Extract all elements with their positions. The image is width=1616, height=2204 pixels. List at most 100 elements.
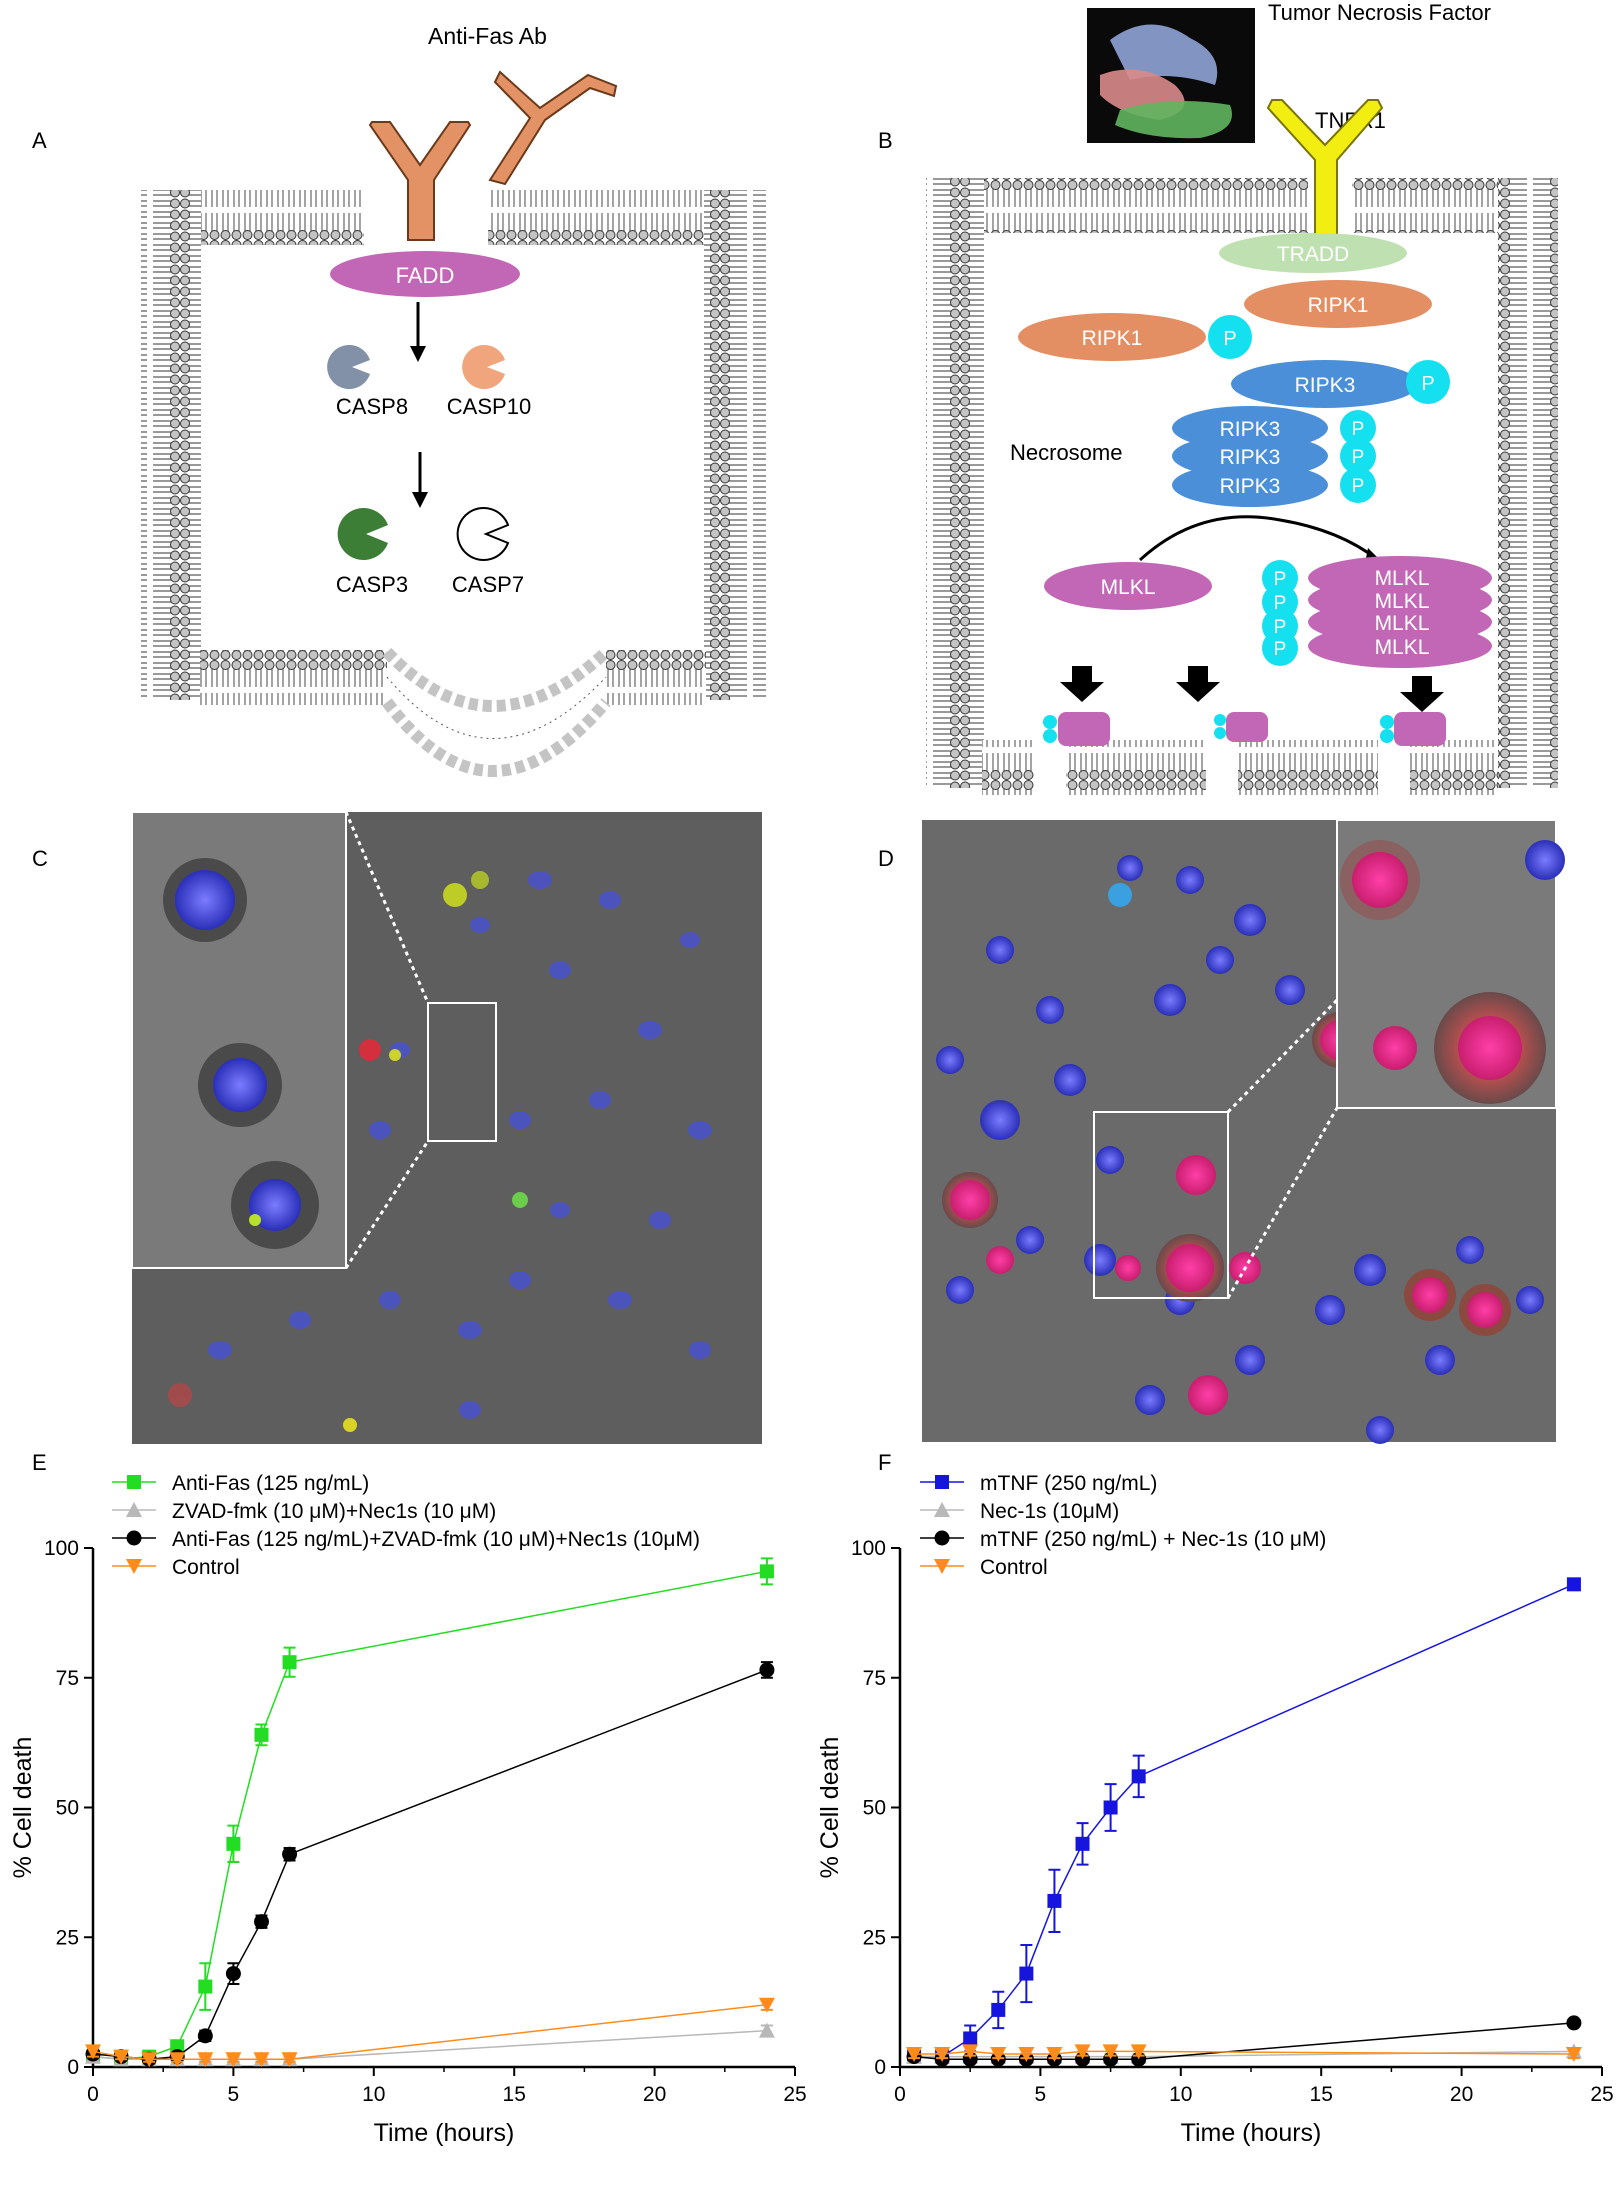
legend-label: Control bbox=[980, 1556, 1048, 1579]
data-point bbox=[991, 2002, 1006, 2017]
legend-label: Control bbox=[172, 1556, 240, 1579]
micrograph-d-inset-cells bbox=[1340, 840, 1565, 1104]
y-tick-label: 75 bbox=[863, 1667, 886, 1690]
data-point bbox=[1103, 1800, 1118, 1815]
casp10-icon bbox=[462, 344, 505, 389]
phospho-stack-label-3: P bbox=[1352, 476, 1365, 497]
phospho-mlkl-label-4: P bbox=[1274, 639, 1287, 660]
y-tick-label: 50 bbox=[863, 1797, 886, 1820]
data-point bbox=[758, 2022, 775, 2038]
y-tick-label: 25 bbox=[863, 1926, 886, 1949]
ripk3-stack-label-2: RIPK3 bbox=[1220, 446, 1281, 469]
mlkl-pore-3 bbox=[1380, 712, 1446, 746]
x-tick-label: 25 bbox=[1590, 2083, 1613, 2106]
membrane-b-right bbox=[1498, 178, 1558, 788]
mlkl-label: MLKL bbox=[1101, 576, 1156, 599]
panel-letter-f: F bbox=[878, 1450, 891, 1475]
micrograph-d-zoom-line-top bbox=[1226, 998, 1339, 1114]
data-point bbox=[170, 2039, 185, 2054]
membrane-right bbox=[704, 190, 766, 700]
fas-receptor-icon bbox=[368, 121, 472, 241]
data-point bbox=[1131, 1769, 1146, 1784]
micrograph-c-zoom-line-bottom bbox=[344, 1140, 430, 1269]
phospho-ripk3 bbox=[1406, 360, 1450, 404]
mlkl-stack-label-3: MLKL bbox=[1375, 612, 1430, 635]
membrane-b-bottom-1 bbox=[982, 740, 1034, 795]
legend-marker bbox=[126, 1502, 142, 1517]
membrane-b-top-left bbox=[982, 178, 1308, 233]
data-point bbox=[281, 2052, 298, 2068]
ripk3-label-single: RIPK3 bbox=[1295, 374, 1356, 397]
legend-marker bbox=[934, 1559, 950, 1574]
mlkl-stack-label-2: MLKL bbox=[1375, 590, 1430, 613]
ripk3-oval-single bbox=[1231, 360, 1419, 408]
micrograph-c-cells bbox=[168, 871, 712, 1432]
series-line bbox=[914, 1583, 1575, 2058]
mlkl-pore-1 bbox=[1043, 712, 1110, 746]
panel-letter-d: D bbox=[878, 846, 894, 871]
data-point bbox=[1019, 1966, 1034, 1981]
anti-fas-ab-label: Anti-Fas Ab bbox=[428, 23, 547, 49]
x-tick-label: 20 bbox=[1450, 2083, 1473, 2106]
phospho-label-ripk3: P bbox=[1421, 373, 1434, 395]
anti-fas-antibody-icon bbox=[488, 70, 618, 186]
data-point bbox=[1565, 2047, 1582, 2063]
casp7-icon bbox=[456, 507, 510, 561]
panel-letter-c: C bbox=[32, 846, 48, 871]
legend-marker bbox=[934, 1502, 950, 1517]
data-point bbox=[253, 1914, 269, 1930]
ripk1-oval-top bbox=[1244, 280, 1432, 328]
chart-axes bbox=[91, 1548, 795, 2069]
data-point bbox=[963, 2031, 978, 2046]
data-point bbox=[962, 2044, 979, 2060]
membrane-top-left bbox=[200, 190, 364, 245]
membrane-b-bottom-4 bbox=[1410, 740, 1498, 795]
x-tick-label: 5 bbox=[228, 2083, 240, 2106]
phospho-mlkl-label-3: P bbox=[1274, 617, 1287, 638]
x-tick-label: 20 bbox=[643, 2083, 666, 2106]
down-arrow-2 bbox=[1176, 666, 1220, 702]
data-point bbox=[282, 1846, 298, 1862]
ripk1-oval-left bbox=[1018, 313, 1206, 361]
panel-d-micrograph: D bbox=[878, 819, 1565, 1444]
y-tick-label: 50 bbox=[56, 1797, 79, 1820]
x-axis-label: Time (hours) bbox=[374, 2119, 515, 2147]
panel-letter-b: B bbox=[878, 128, 893, 153]
data-point bbox=[1047, 1893, 1062, 1908]
tnfr1-receptor-icon bbox=[1266, 99, 1384, 236]
panel-c-micrograph: C bbox=[32, 811, 762, 1444]
casp8-icon bbox=[327, 345, 370, 389]
data-point bbox=[1566, 1577, 1581, 1592]
data-point bbox=[759, 1564, 774, 1579]
phospho-mlkl-4 bbox=[1262, 630, 1298, 666]
x-tick-label: 10 bbox=[1169, 2083, 1192, 2106]
micrograph-c-inset-cells bbox=[163, 858, 319, 1249]
series-line bbox=[92, 1570, 768, 2060]
series-line bbox=[914, 2050, 1574, 2058]
ripk1-label-left: RIPK1 bbox=[1082, 327, 1143, 350]
phospho-ripk1 bbox=[1208, 315, 1252, 359]
membrane-bleb-mid bbox=[386, 676, 607, 739]
series-line bbox=[913, 2022, 1574, 2060]
tradd-label: TRADD bbox=[1277, 243, 1349, 266]
data-point bbox=[934, 2047, 951, 2063]
legend-label: mTNF (250 ng/mL) + Nec-1s (10 μM) bbox=[980, 1528, 1326, 1551]
down-arrow-1 bbox=[1060, 666, 1104, 702]
data-point bbox=[225, 2052, 242, 2068]
micrograph-c-roi bbox=[427, 1002, 497, 1142]
x-axis-label: Time (hours) bbox=[1181, 2119, 1322, 2147]
casp3-label: CASP3 bbox=[336, 572, 408, 597]
casp7-label: CASP7 bbox=[452, 572, 524, 597]
legend-marker bbox=[934, 1530, 950, 1546]
membrane-b-bottom-2 bbox=[1066, 740, 1206, 795]
data-point bbox=[282, 1655, 297, 1670]
data-point bbox=[1075, 1836, 1090, 1851]
down-arrow-3 bbox=[1400, 676, 1444, 712]
x-tick-label: 15 bbox=[503, 2083, 526, 2106]
ripk3-stack-3 bbox=[1172, 463, 1328, 507]
chart-axes bbox=[898, 1548, 1602, 2069]
fadd-label: FADD bbox=[396, 263, 455, 288]
legend-label: ZVAD-fmk (10 μM)+Nec1s (10 μM) bbox=[172, 1500, 496, 1523]
y-tick-label: 100 bbox=[44, 1537, 79, 1560]
